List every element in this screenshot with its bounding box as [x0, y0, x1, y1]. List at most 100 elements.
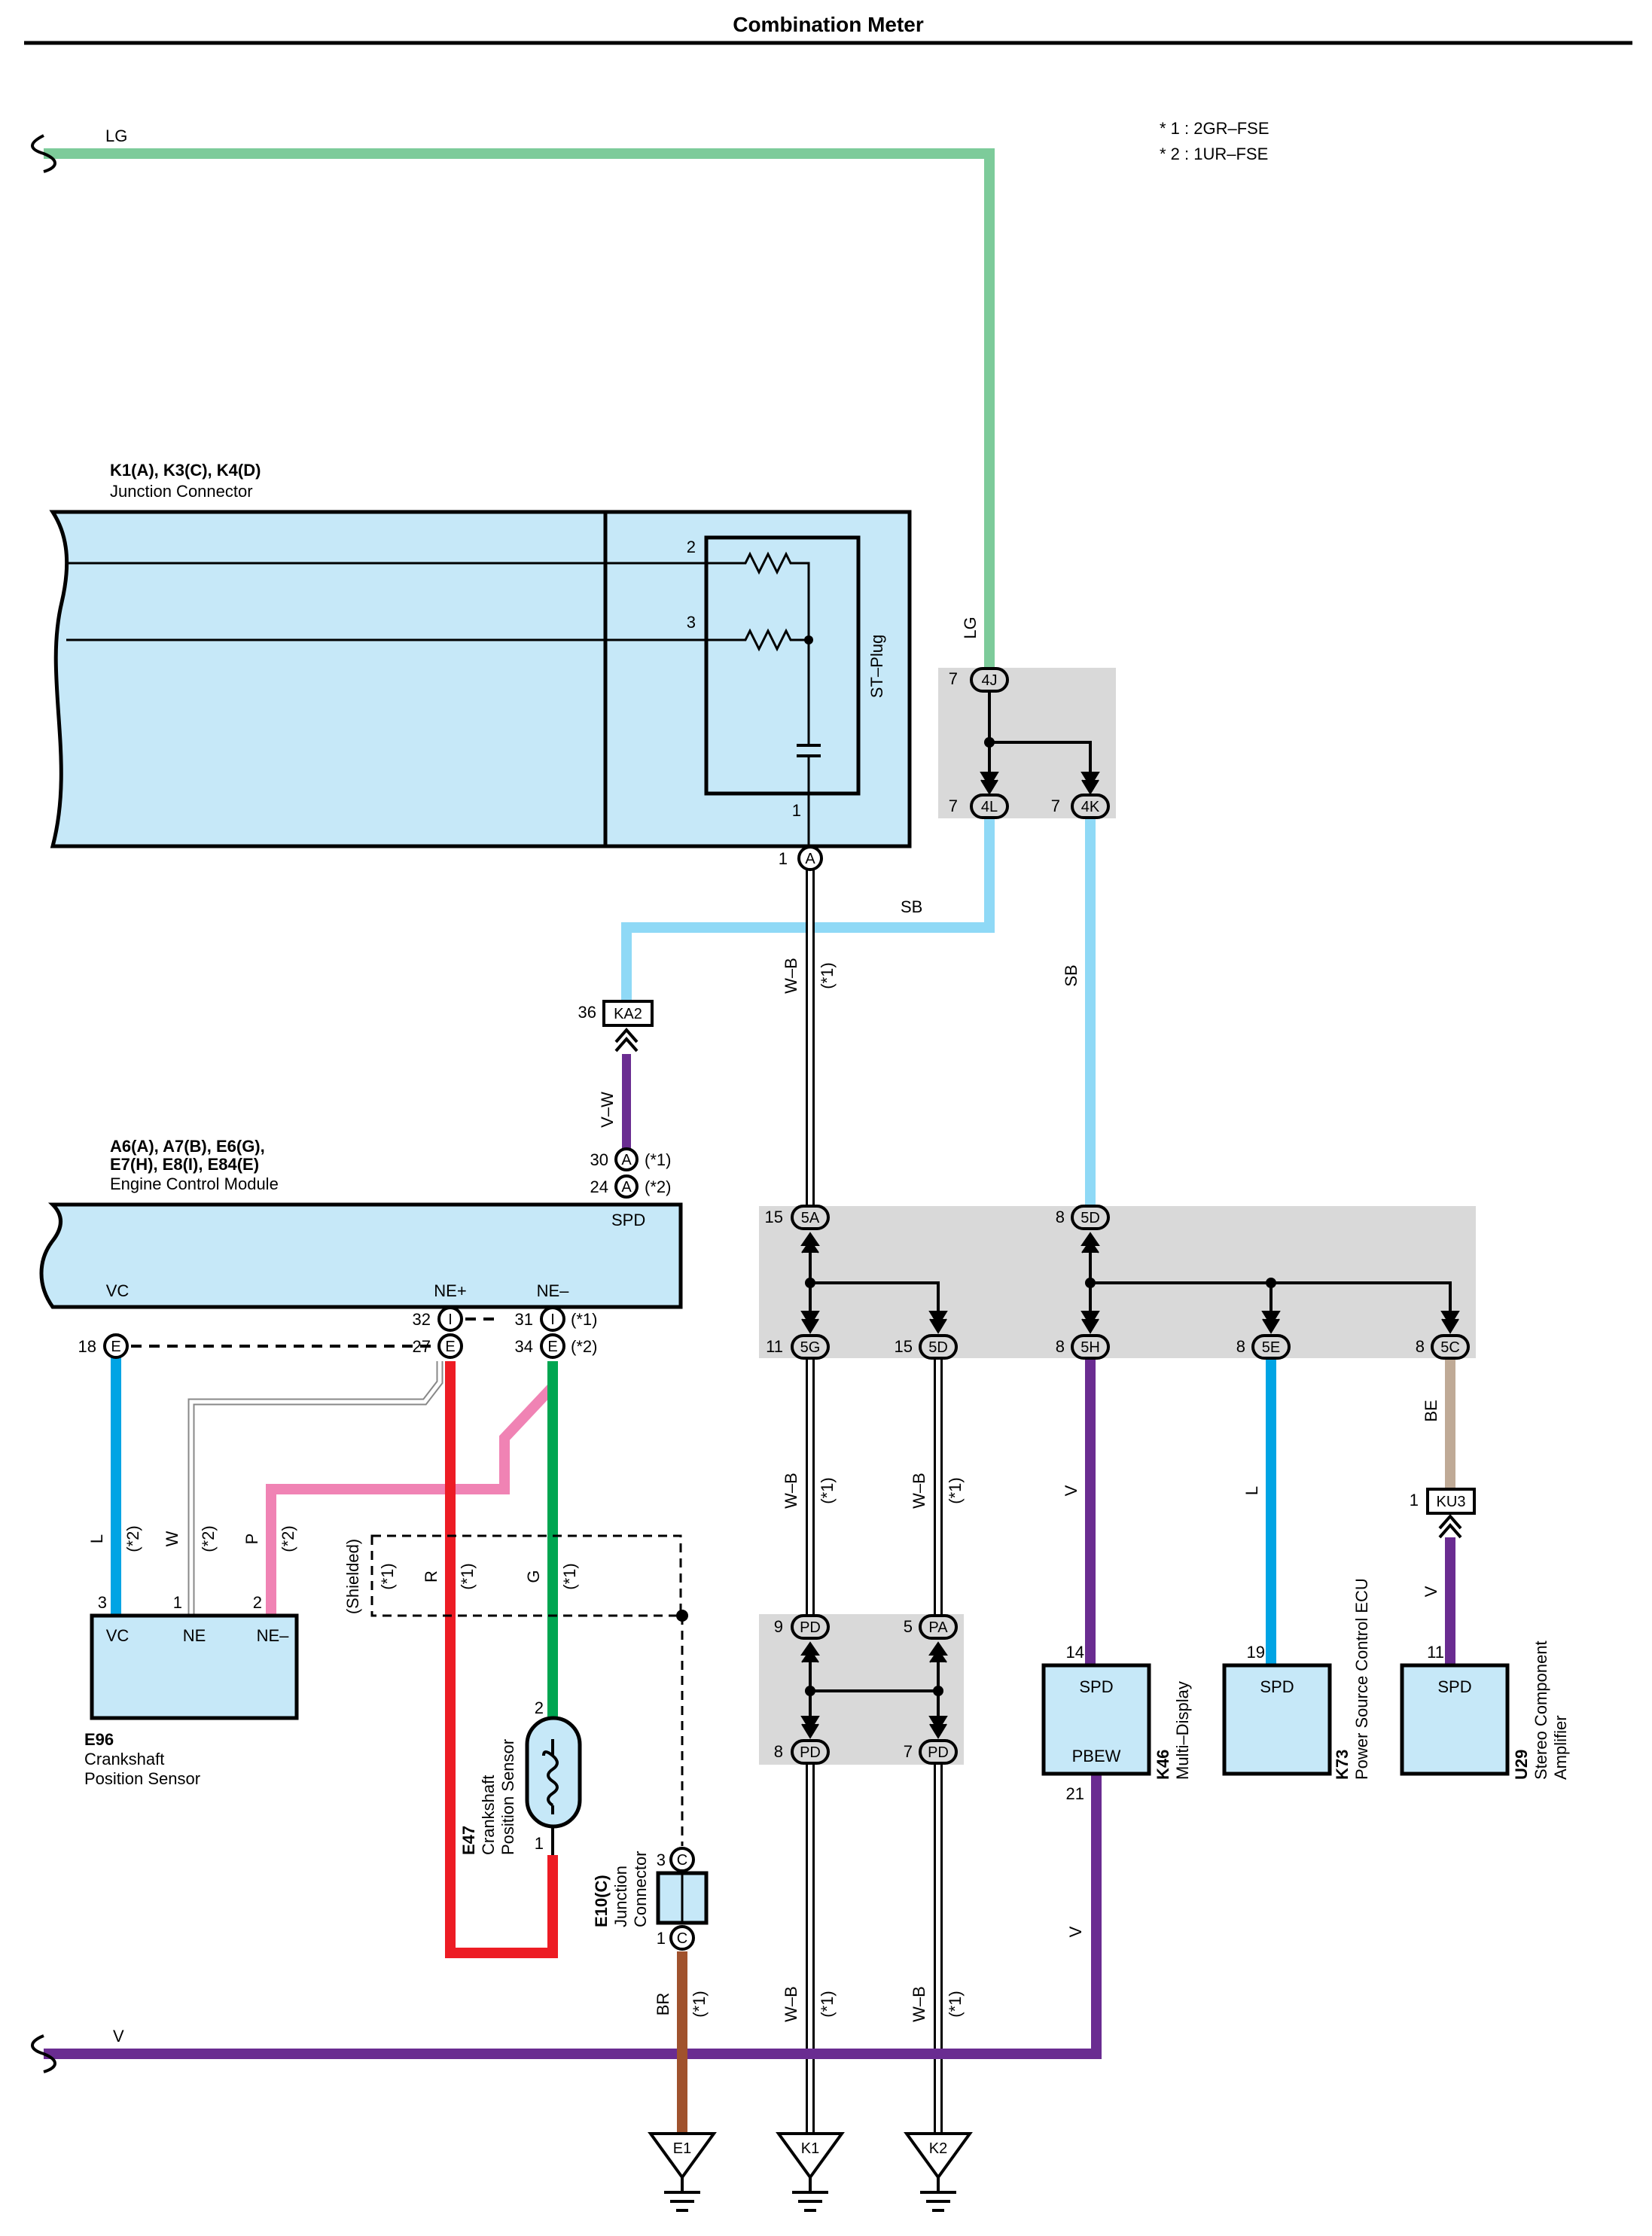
note-2: * 2 : 1UR–FSE: [1160, 145, 1268, 163]
pill-5E: 8 5E: [1236, 1334, 1291, 1360]
svg-text:36: 36: [578, 1003, 596, 1022]
svg-text:5D: 5D: [1081, 1210, 1100, 1226]
page-title: Combination Meter: [733, 13, 924, 36]
ecm-label-bold-2: E7(H), E8(I), E84(E): [110, 1155, 259, 1174]
wire-r: [445, 1361, 558, 1958]
l-note-vc: (*2): [123, 1525, 142, 1552]
svg-text:5E: 5E: [1262, 1339, 1280, 1356]
wire-w-ne-core: [189, 1361, 442, 1616]
wire-lg: [44, 148, 995, 679]
ecm-label-bold-1: A6(A), A7(B), E6(G),: [110, 1137, 265, 1156]
wb-note-k2: (*1): [946, 1991, 965, 2017]
svg-text:PD: PD: [800, 1744, 821, 1761]
w-label-ne: W: [163, 1531, 181, 1546]
splice5-arrow-5g: [800, 1311, 820, 1334]
svg-text:K1: K1: [801, 2140, 819, 2157]
e47-pin-2: 2: [535, 1698, 544, 1717]
splicep-arrow-2: [928, 1641, 948, 1663]
svg-text:4J: 4J: [981, 672, 997, 689]
svg-text:4L: 4L: [981, 799, 998, 815]
svg-text:7: 7: [1051, 797, 1060, 815]
svg-text:9: 9: [774, 1617, 783, 1636]
sb-label-v: SB: [1062, 964, 1081, 986]
e96-code: E96: [84, 1730, 114, 1749]
svg-text:5H: 5H: [1081, 1339, 1100, 1356]
e10-pin-top: 3 C: [657, 1847, 695, 1872]
p-label-ne: P: [242, 1534, 261, 1545]
wb-note-a: (*1): [818, 962, 837, 989]
svg-text:(*2): (*2): [645, 1177, 671, 1196]
svg-text:30: 30: [590, 1150, 608, 1169]
svg-text:15: 15: [895, 1337, 913, 1356]
e96-name-1: Crankshaft: [84, 1750, 164, 1768]
svg-text:C: C: [677, 1852, 687, 1869]
svg-text:24: 24: [590, 1177, 608, 1196]
pill-5H: 8 5H: [1056, 1334, 1110, 1360]
svg-text:7: 7: [949, 797, 958, 815]
splicep-node-1: [805, 1686, 815, 1696]
ecm-nep-pin-1: 32 I: [413, 1306, 463, 1332]
jc-out-pin: 1: [779, 849, 788, 868]
svg-text:5D: 5D: [928, 1339, 948, 1356]
svg-text:E: E: [547, 1339, 557, 1355]
svg-text:15: 15: [765, 1208, 783, 1226]
splice5-arrow-5h: [1081, 1311, 1100, 1334]
svg-text:I: I: [550, 1311, 555, 1328]
jc-pin-3: 3: [687, 613, 696, 632]
wb-note-5d: (*1): [946, 1477, 965, 1503]
svg-text:8: 8: [1416, 1337, 1425, 1356]
u29-term: SPD: [1437, 1677, 1471, 1696]
sb-label-h: SB: [901, 897, 922, 916]
svg-text:(*2): (*2): [571, 1337, 597, 1356]
v-label-k46: V: [1066, 1926, 1085, 1937]
splice5-arrow-5e: [1261, 1311, 1281, 1334]
pill-PD-out-1: 8 PD: [774, 1739, 830, 1765]
lg-label-side: LG: [961, 617, 980, 638]
note-1: * 1 : 2GR–FSE: [1160, 119, 1269, 138]
jc-pin-2: 2: [687, 538, 696, 556]
wb-note-5g: (*1): [818, 1477, 837, 1503]
svg-text:KA2: KA2: [614, 1006, 642, 1022]
connector-A-jc: A: [797, 845, 823, 871]
g-label: G: [524, 1570, 543, 1583]
e47-coil-icon: [542, 1739, 559, 1814]
e96-body: [90, 1613, 299, 1720]
e10-pin-bottom: 1 C: [657, 1925, 695, 1951]
resistor-2: [733, 628, 809, 652]
p-note-ne: (*2): [279, 1525, 297, 1552]
svg-text:1: 1: [1410, 1491, 1419, 1509]
splice5-arrow-5a: [800, 1232, 820, 1254]
ecm-term-vc: VC: [106, 1281, 130, 1300]
svg-text:(*1): (*1): [571, 1310, 597, 1329]
svg-text:18: 18: [78, 1337, 96, 1356]
k46-pin-21: 21: [1066, 1784, 1084, 1803]
be-label-5c: BE: [1422, 1400, 1440, 1421]
u29-code: U29: [1512, 1750, 1531, 1780]
pill-5D-out: 15 5D: [895, 1334, 958, 1360]
splice5-node-1: [805, 1278, 815, 1288]
jc-body: [49, 510, 912, 848]
svg-text:5G: 5G: [800, 1339, 821, 1356]
shield-box: [370, 1534, 682, 1617]
svg-text:A: A: [805, 851, 815, 867]
svg-text:7: 7: [949, 669, 958, 688]
br-label: BR: [654, 1993, 672, 2016]
ecm-term-nem: NE–: [537, 1281, 570, 1300]
e47-pin-1: 1: [535, 1834, 544, 1853]
u29-pin: 11: [1427, 1643, 1444, 1662]
jc-label: Junction Connector: [110, 482, 253, 501]
pill-5C: 8 5C: [1416, 1334, 1470, 1360]
svg-text:34: 34: [515, 1337, 533, 1356]
e96-pin-1: 1: [173, 1593, 182, 1612]
u29-name-1: Stereo Component: [1532, 1640, 1550, 1780]
pill-5D-in: 8 5D: [1056, 1205, 1110, 1230]
pill-4J: 7 4J: [949, 667, 1009, 693]
splice5-arrow-5d: [1081, 1232, 1100, 1254]
jc-label-bold: K1(A), K3(C), K4(D): [110, 461, 261, 480]
svg-text:5C: 5C: [1440, 1339, 1460, 1356]
svg-text:K2: K2: [929, 2140, 947, 2157]
pill-5G: 11 5G: [766, 1334, 830, 1360]
w-note-ne: (*2): [199, 1525, 218, 1552]
g-note: (*1): [560, 1563, 579, 1589]
k46-pin-14: 14: [1066, 1643, 1084, 1662]
